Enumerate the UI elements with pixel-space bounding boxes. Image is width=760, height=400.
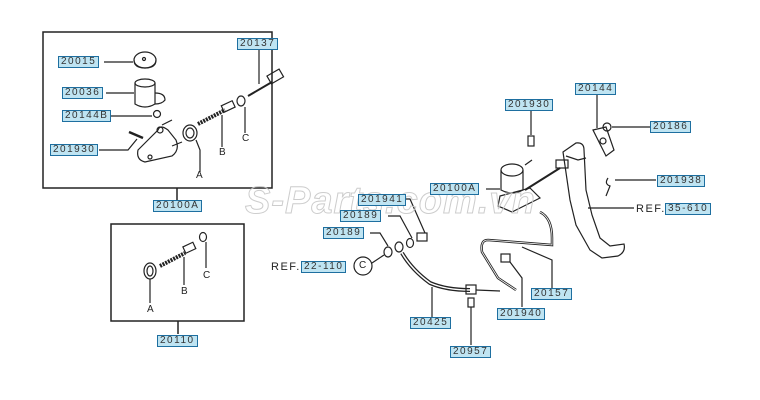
assembly-box-20110 xyxy=(110,223,245,322)
washer-icon xyxy=(394,241,404,253)
ref-code-22-110[interactable]: 22-110 xyxy=(301,261,347,273)
ref-prefix: REF. xyxy=(271,261,301,273)
reservoir-cap-icon xyxy=(133,51,157,69)
part-label-201930[interactable]: 201930 xyxy=(505,99,554,111)
part-label-201938[interactable]: 201938 xyxy=(657,175,706,187)
part-label-20100A[interactable]: 20100A xyxy=(430,183,480,195)
nut-icon xyxy=(602,122,612,132)
part-label-20137[interactable]: 20137 xyxy=(237,38,279,50)
seal-A-icon xyxy=(182,124,198,142)
washer-icon xyxy=(383,246,393,258)
part-label-20189[interactable]: 20189 xyxy=(323,227,365,239)
grommet-icon xyxy=(152,109,162,119)
clutch-pedal-icon xyxy=(562,142,634,259)
part-label-20036[interactable]: 20036 xyxy=(62,87,104,99)
clip-C-icon xyxy=(236,95,246,107)
callout-circle xyxy=(353,256,373,276)
piston-spring-B-icon xyxy=(197,99,236,126)
callout-letter-C: C xyxy=(359,260,367,271)
letter-C: C xyxy=(242,133,250,144)
letter-B: B xyxy=(181,286,188,297)
assembly-box-20100A xyxy=(42,31,273,189)
part-label-20957[interactable]: 20957 xyxy=(450,346,492,358)
letter-A: A xyxy=(147,304,154,315)
part-label-20110[interactable]: 20110 xyxy=(157,335,198,347)
push-rod-icon xyxy=(247,68,285,97)
brake-line-icon xyxy=(480,210,554,292)
part-label-20144[interactable]: 20144 xyxy=(575,83,617,95)
master-cylinder-icon xyxy=(137,119,183,163)
letter-B: B xyxy=(219,147,226,158)
washer-icon xyxy=(405,237,415,249)
ref-prefix: REF. xyxy=(636,203,666,215)
part-label-201940[interactable]: 201940 xyxy=(497,308,546,320)
letter-A: A xyxy=(196,170,203,181)
clutch-hose-icon xyxy=(400,251,471,292)
clip-icon xyxy=(605,177,611,197)
gasket-icon xyxy=(592,126,615,157)
part-label-20189[interactable]: 20189 xyxy=(340,210,382,222)
letter-C: C xyxy=(203,270,211,281)
pin-icon xyxy=(527,135,535,147)
part-label-201930[interactable]: 201930 xyxy=(50,144,99,156)
reservoir-icon xyxy=(134,78,166,108)
pin-icon xyxy=(128,130,144,140)
part-label-20157[interactable]: 20157 xyxy=(531,288,573,300)
piston-spring-B-icon xyxy=(159,251,186,268)
master-cylinder-icon xyxy=(497,159,569,213)
hose-clip-icon xyxy=(500,253,511,263)
part-label-20015[interactable]: 20015 xyxy=(58,56,100,68)
part-label-20186[interactable]: 20186 xyxy=(650,121,692,133)
union-bolt-icon xyxy=(416,232,428,242)
part-label-20100A[interactable]: 20100A xyxy=(153,200,203,212)
ref-code-35-610[interactable]: 35-610 xyxy=(665,203,712,215)
part-label-201941[interactable]: 201941 xyxy=(358,194,407,206)
clip-C-icon xyxy=(198,231,208,243)
part-label-20425[interactable]: 20425 xyxy=(410,317,452,329)
retainer-clip-icon xyxy=(467,297,475,308)
part-label-20144B[interactable]: 20144B xyxy=(62,110,112,122)
